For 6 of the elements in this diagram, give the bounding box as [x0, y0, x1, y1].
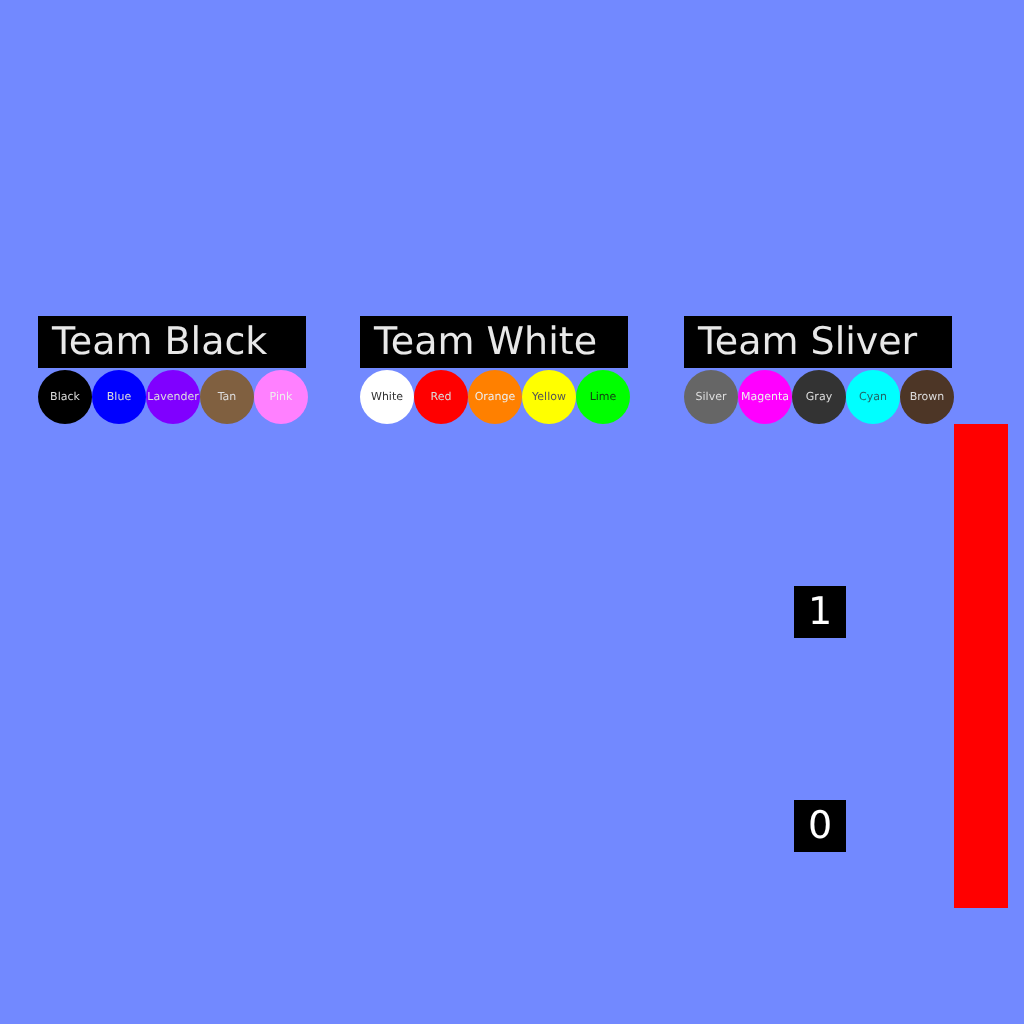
score-counter: 0 [794, 800, 846, 852]
team-heading: Team White [360, 316, 628, 368]
progress-bar [954, 424, 1008, 908]
score-counter: 1 [794, 586, 846, 638]
team-heading: Team Black [38, 316, 306, 368]
team-heading: Team Sliver [684, 316, 952, 368]
